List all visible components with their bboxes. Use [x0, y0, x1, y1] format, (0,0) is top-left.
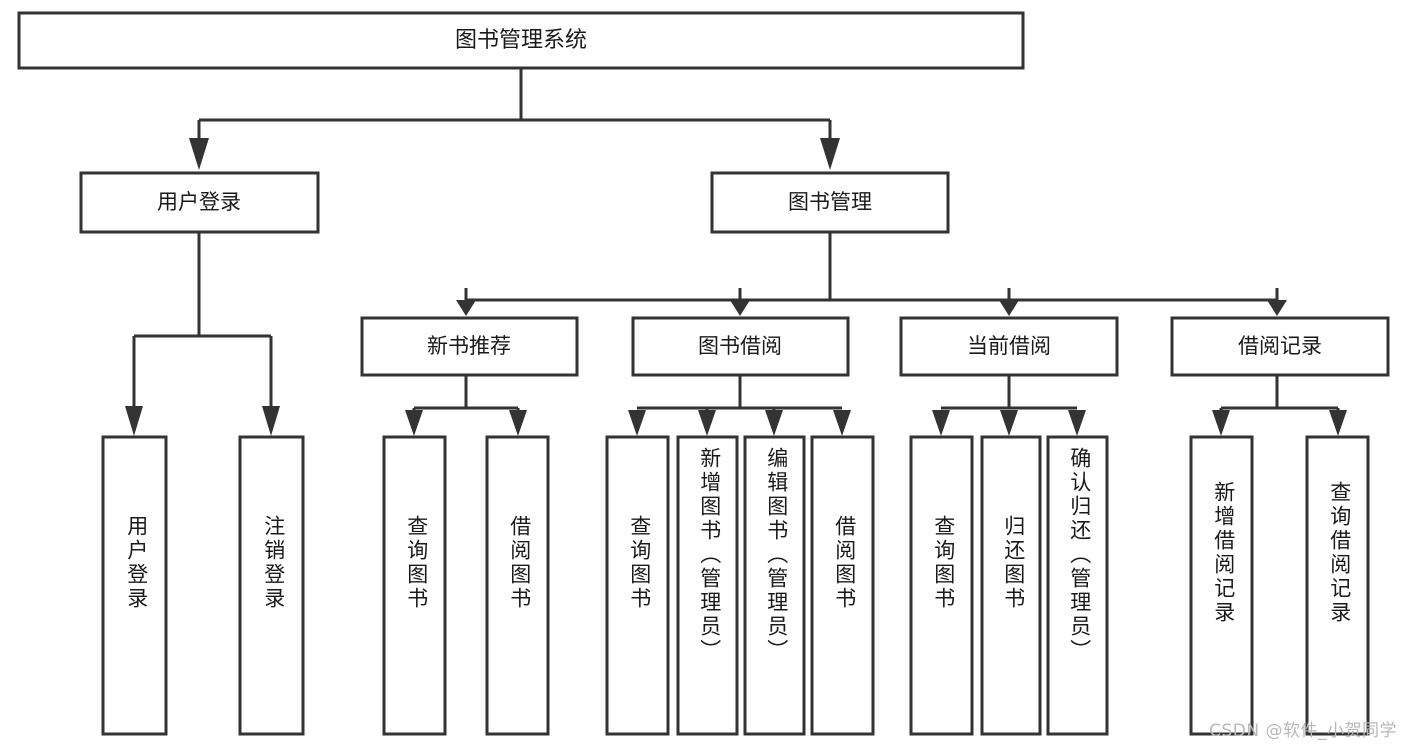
arrow-head-leaf-confirm-return [1068, 410, 1086, 436]
node-book-borrow-label: 图书借阅 [698, 334, 782, 358]
node-user-login[interactable]: 用户登录 [79, 171, 320, 234]
node-root-label: 图书管理系统 [455, 28, 587, 53]
leaf-box-query-books-3[interactable] [909, 435, 974, 736]
arrow-head-user-login [189, 138, 209, 170]
leaf-box-user-login[interactable] [101, 435, 168, 736]
arrow-head-leaf-query-books-1 [405, 410, 423, 436]
leaf-box-return-book[interactable] [980, 435, 1042, 736]
leaf-box-borrow-books-1[interactable] [485, 435, 550, 736]
csdn-watermark: CSDN @软件_小贺同学 [1209, 721, 1397, 741]
node-book-borrow-box[interactable] [631, 316, 850, 377]
arrow-head-leaf-borrow-books-2 [833, 410, 851, 436]
node-book-management[interactable]: 图书管理 [710, 171, 950, 234]
node-borrow-record[interactable]: 借阅记录 [1170, 316, 1390, 377]
arrow-head-leaf-edit-book [765, 410, 783, 436]
leaf-box-query-record[interactable] [1305, 435, 1370, 736]
arrow-head-leaf-borrow-books-1 [509, 410, 527, 436]
node-borrow-record-label: 借阅记录 [1238, 334, 1322, 358]
leaf-box-query-books-2[interactable] [605, 435, 670, 736]
arrow-head-current-borrow [999, 300, 1019, 316]
arrow-head-new-book-recommend [456, 300, 476, 316]
leaf-box-add-book[interactable] [676, 435, 739, 736]
arrow-head-leaf-return-book [1000, 410, 1018, 436]
node-current-borrow[interactable]: 当前借阅 [899, 316, 1119, 377]
connector-current-borrow-to-leaves [932, 376, 1086, 436]
arrow-head-leaf-user-login [125, 406, 143, 436]
node-root-box[interactable] [17, 11, 1025, 70]
node-book-borrow[interactable]: 图书借阅 [631, 316, 850, 377]
connector-book-borrow-to-leaves [628, 376, 851, 436]
node-book-management-box[interactable] [710, 171, 950, 234]
arrow-head-book-borrow [730, 300, 750, 316]
leaf-box-logout[interactable] [238, 435, 305, 736]
connector-user-login-to-leaves [125, 233, 280, 436]
arrow-head-leaf-add-record [1212, 410, 1230, 436]
arrow-head-leaf-query-books-3 [932, 410, 950, 436]
node-user-login-label: 用户登录 [157, 190, 241, 214]
arrow-head-book-management [820, 138, 840, 170]
node-new-book-recommend[interactable]: 新书推荐 [360, 316, 579, 377]
leaf-box-add-record[interactable] [1189, 435, 1254, 736]
node-current-borrow-box[interactable] [899, 316, 1119, 377]
arrow-head-borrow-record [1267, 300, 1287, 316]
leaf-box-edit-book[interactable] [743, 435, 806, 736]
node-new-book-recommend-box[interactable] [360, 316, 579, 377]
connector-new-book-recommend-to-leaves [405, 376, 527, 436]
arrow-head-leaf-query-record [1329, 410, 1347, 436]
node-new-book-recommend-label: 新书推荐 [427, 334, 511, 358]
node-current-borrow-label: 当前借阅 [967, 334, 1051, 358]
connector-borrow-record-to-leaves [1212, 376, 1347, 436]
node-borrow-record-box[interactable] [1170, 316, 1390, 377]
leaf-box-borrow-books-2[interactable] [810, 435, 875, 736]
leaf-box-confirm-return[interactable] [1046, 435, 1109, 736]
connector-book-management-to-level3 [456, 233, 1287, 316]
connector-root-to-level2 [189, 69, 840, 170]
node-book-management-label: 图书管理 [788, 190, 872, 214]
arrow-head-leaf-add-book [698, 410, 716, 436]
arrow-head-leaf-query-books-2 [628, 410, 646, 436]
node-user-login-box[interactable] [79, 171, 320, 234]
arrow-head-leaf-logout [262, 406, 280, 436]
node-root[interactable]: 图书管理系统 [17, 11, 1025, 70]
leaf-box-query-books-1[interactable] [382, 435, 447, 736]
